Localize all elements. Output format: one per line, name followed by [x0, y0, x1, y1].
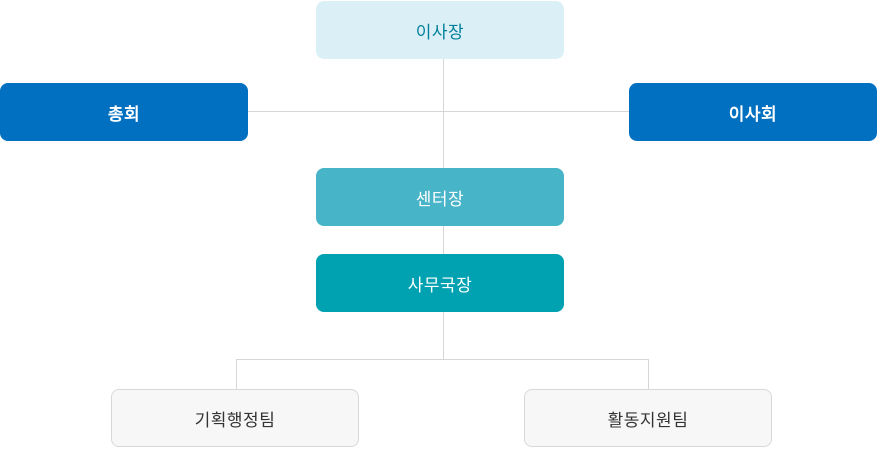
- activity-team-label: 활동지원팀: [607, 410, 689, 431]
- board-label: 이사회: [728, 104, 778, 125]
- planning-team-label: 기획행정팀: [194, 410, 276, 431]
- center-director-box: 센터장: [316, 168, 564, 226]
- chairman-box: 이사장: [316, 1, 564, 59]
- connector-assembly-board-horizontal: [248, 111, 629, 112]
- board-box: 이사회: [629, 83, 877, 141]
- connector-teams-horizontal: [236, 359, 649, 360]
- secretary-general-label: 사무국장: [407, 275, 473, 296]
- connector-planning-team-vertical: [236, 359, 237, 389]
- planning-team-box: 기획행정팀: [111, 389, 359, 447]
- activity-team-box: 활동지원팀: [524, 389, 772, 447]
- general-assembly-box: 총회: [0, 83, 248, 141]
- connector-activity-team-vertical: [648, 359, 649, 389]
- general-assembly-label: 총회: [107, 104, 141, 125]
- center-director-label: 센터장: [415, 189, 465, 210]
- chairman-label: 이사장: [415, 22, 465, 43]
- secretary-general-box: 사무국장: [316, 254, 564, 312]
